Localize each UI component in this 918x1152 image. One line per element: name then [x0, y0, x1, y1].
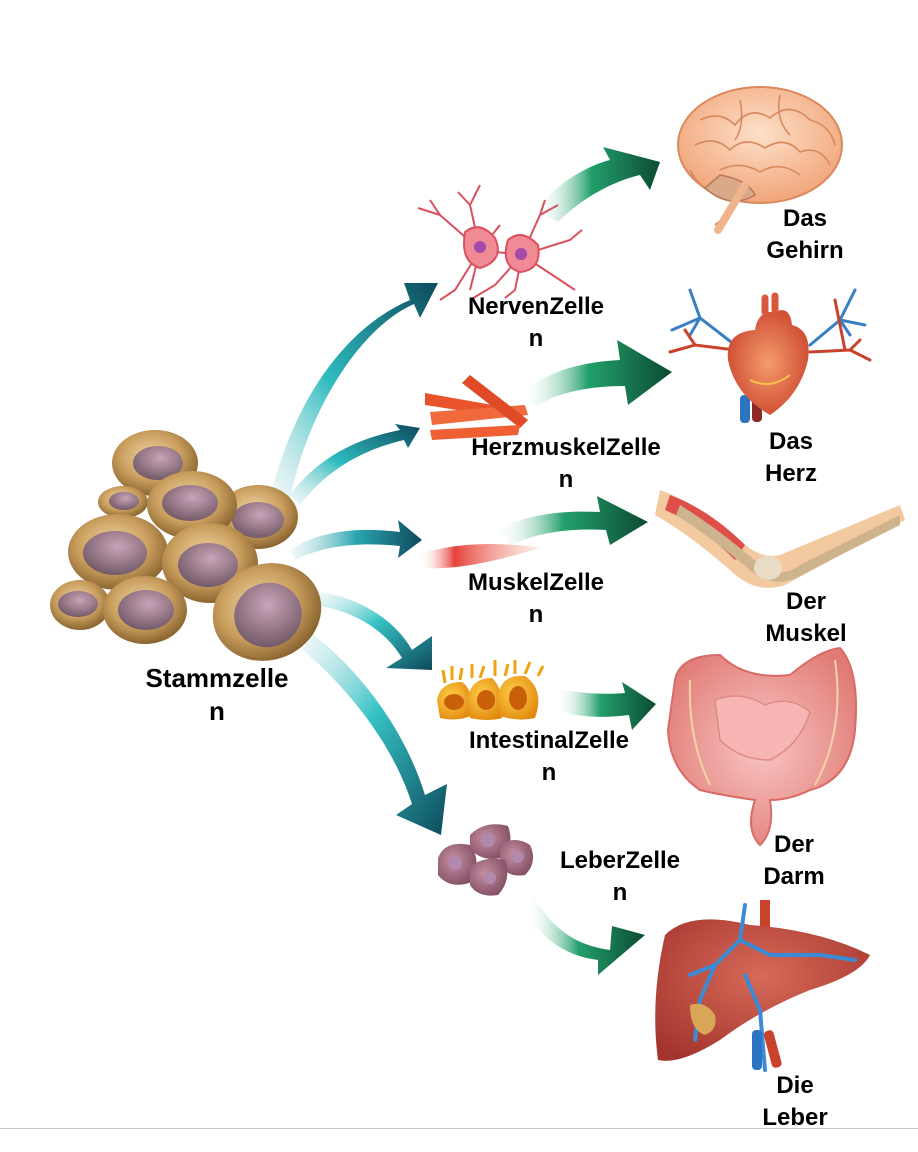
- neuron-cells-icon: [417, 184, 583, 301]
- arrow-stem-to-muscle: [290, 520, 422, 560]
- label-brain: Das Gehirn: [766, 205, 844, 264]
- brain-icon: [677, 86, 843, 234]
- label-liver: Die Leber: [762, 1072, 828, 1131]
- label-arm-muscle: Der Muskel: [765, 588, 847, 647]
- label-liver-cells: LeberZelle n: [559, 847, 681, 906]
- bottom-divider: [0, 1128, 918, 1129]
- label-nerve-cells: NervenZelle n: [467, 293, 605, 352]
- liver-cells-icon: [438, 824, 534, 896]
- arrow-stem-to-heart-muscle: [290, 424, 420, 505]
- arrow-stem-to-nerve: [270, 283, 438, 500]
- muscle-fiber-icon: [418, 544, 540, 569]
- arrow-heart-muscle-to-heart: [520, 340, 672, 405]
- intestinal-cells-icon: [437, 660, 545, 720]
- arrow-stem-to-intestinal: [320, 592, 432, 670]
- label-intestinal-cells: IntestinalZelle n: [468, 727, 630, 786]
- arrow-liver-cells-to-liver: [525, 900, 645, 975]
- arrow-nerve-to-brain: [535, 147, 660, 222]
- arrow-muscle-to-arm: [495, 496, 648, 545]
- arm-muscle-icon: [655, 490, 905, 588]
- label-heart-muscle-cells: HerzmuskelZelle n: [471, 434, 661, 493]
- arrow-stem-to-liver: [303, 632, 447, 835]
- label-muscle-cells: MuskelZelle n: [467, 569, 605, 628]
- label-heart: Das Herz: [764, 428, 818, 487]
- cardiac-muscle-fibers-icon: [425, 375, 528, 440]
- heart-icon: [668, 288, 872, 423]
- liver-icon: [655, 900, 870, 1072]
- intestine-icon: [666, 646, 857, 847]
- label-stem-cells: Stammzelle n: [145, 663, 289, 726]
- label-intestine: Der Darm: [763, 831, 825, 890]
- stem-cell-cluster-icon: [50, 430, 322, 661]
- arrow-intestinal-to-intestine: [555, 682, 656, 730]
